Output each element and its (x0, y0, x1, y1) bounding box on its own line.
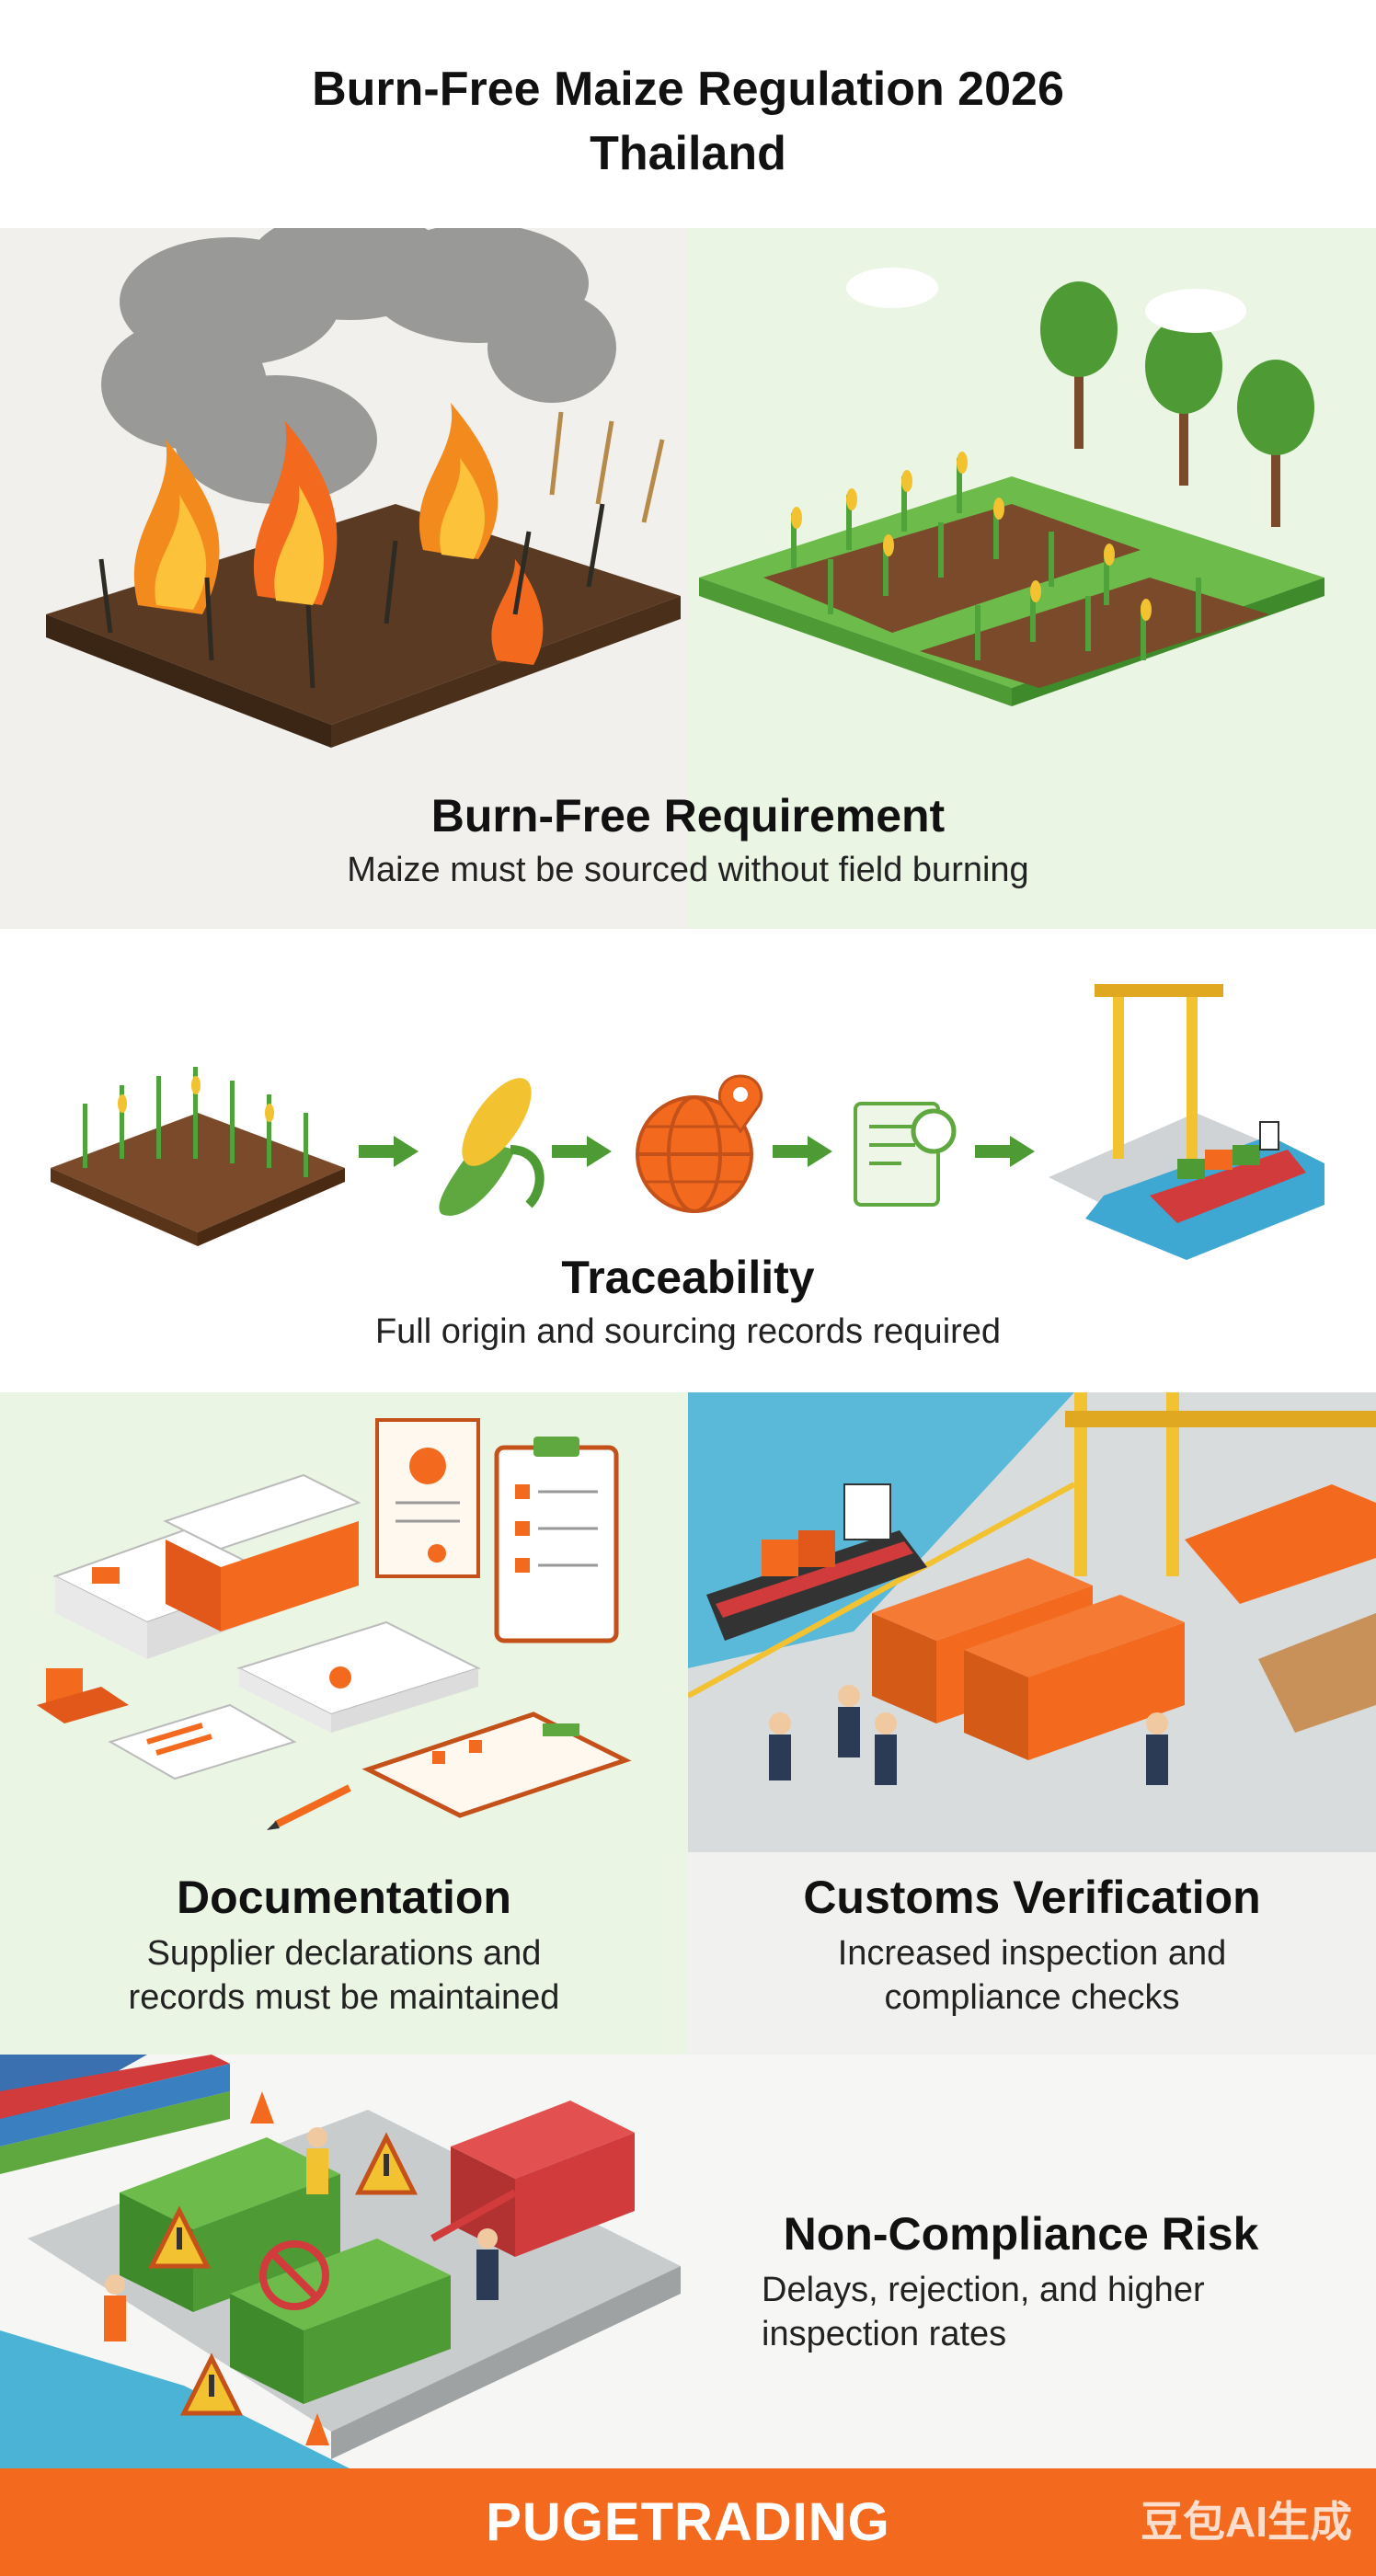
green-container-icon (120, 2137, 451, 2404)
customs-heading: Customs Verification (803, 1872, 1261, 1923)
traceability-heading: Traceability (561, 1252, 815, 1303)
burn-free-heading: Burn-Free Requirement (430, 790, 946, 841)
globe-location-icon (636, 1074, 763, 1213)
arrow-right-icon (359, 1136, 419, 1167)
documentation-subtitle-line-1: Supplier declarations and (146, 1934, 542, 1973)
report-sheet-icon (108, 1703, 297, 1780)
title-line-2: Thailand (590, 127, 786, 180)
clipboard-icon (494, 1437, 619, 1643)
section-non-compliance: Non-Compliance Risk Delays, rejection, a… (0, 2055, 1376, 2468)
shipping-container-icon (872, 1484, 1376, 1760)
non-compliance-subtitle-line-1: Delays, rejection, and higher (762, 2271, 1205, 2309)
tree-icon (1040, 281, 1314, 527)
watermark-text: 豆包AI生成 (1141, 2498, 1352, 2546)
arrow-right-icon-2 (552, 1136, 612, 1167)
footer-bar: PUGETRADING 豆包AI生成 (0, 2468, 1376, 2576)
burn-vs-burnfree-illustration (46, 228, 1324, 748)
warning-sign-icon (147, 2132, 419, 2416)
clipboard-tray-icon (361, 1712, 632, 1818)
customs-officer-icon (769, 1685, 1168, 1785)
corn-cob-icon (439, 1078, 545, 1216)
customs-panel: Customs Verification Increased inspectio… (688, 1392, 1376, 2055)
arrow-right-icon-4 (975, 1136, 1035, 1167)
customs-subtitle: Increased inspection and compliance chec… (688, 1931, 1376, 2020)
certificate-icon (375, 1418, 480, 1578)
pen-icon (267, 1784, 351, 1830)
customs-subtitle-line-1: Increased inspection and (837, 1934, 1227, 1973)
non-compliance-heading: Non-Compliance Risk (783, 2208, 1259, 2260)
field-icon (51, 1067, 345, 1246)
red-container-icon (451, 2101, 635, 2257)
barrier-gate-icon (430, 2189, 517, 2242)
flame-icon (133, 403, 544, 665)
documentation-subtitle: Supplier declarations and records must b… (0, 1931, 688, 2020)
non-compliance-subtitle: Delays, rejection, and higher inspection… (762, 2268, 1350, 2356)
shipping-container-stack-icon (0, 2055, 230, 2174)
customs-illustration (688, 1392, 1376, 1852)
page-title: Burn-Free Maize Regulation 2026 Thailand (0, 57, 1376, 186)
water-area (0, 2330, 350, 2468)
title-line-1: Burn-Free Maize Regulation 2026 (312, 63, 1064, 116)
documentation-illustration (37, 1418, 632, 1830)
port-ship-icon (1049, 984, 1324, 1260)
document-search-icon (854, 1102, 957, 1207)
section-traceability: Traceability Full origin and sourcing re… (0, 929, 1376, 1392)
cloud-icon (846, 268, 1246, 333)
section-documentation-customs: Documentation Supplier declarations and … (0, 1392, 1376, 2055)
folder-icon (163, 1473, 361, 1631)
smoke-icon (101, 228, 616, 504)
non-compliance-subtitle-line-2: inspection rates (762, 2315, 1007, 2353)
section-burn-free: Burn-Free Requirement Maize must be sour… (0, 228, 1376, 929)
burn-free-subtitle: Maize must be sourced without field burn… (347, 851, 1029, 889)
traffic-cone-icon (250, 2091, 329, 2445)
documentation-panel: Documentation Supplier declarations and … (0, 1392, 688, 2055)
corn-plants-icon (791, 452, 1201, 660)
documentation-subtitle-line-2: records must be maintained (128, 1978, 560, 2017)
crane-icon (1065, 1392, 1376, 1576)
cargo-ship-icon (706, 1483, 927, 1641)
documentation-heading: Documentation (177, 1872, 511, 1923)
soil-bed (763, 504, 1141, 633)
prohibited-icon (259, 2240, 329, 2310)
inspector-icon (104, 2127, 499, 2341)
traceability-flow-illustration (51, 984, 1324, 1260)
brand-logo-text: PUGETRADING (486, 2492, 890, 2552)
non-compliance-illustration (0, 2055, 681, 2468)
contract-paper-icon (236, 1620, 481, 1733)
traceability-subtitle: Full origin and sourcing records require… (374, 1312, 1002, 1351)
stamp-icon (37, 1668, 129, 1723)
customs-subtitle-line-2: compliance checks (884, 1978, 1180, 2017)
arrow-right-icon-3 (773, 1136, 832, 1167)
